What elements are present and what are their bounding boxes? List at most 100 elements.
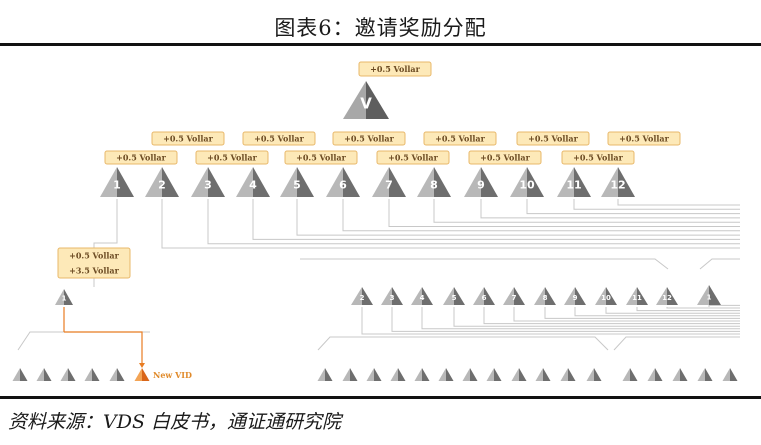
fork-line <box>699 258 740 270</box>
level1-node-5: 5 <box>280 167 314 197</box>
pyramid-face-light <box>672 368 680 381</box>
pyramid-face-light <box>464 167 481 197</box>
pyramid-face-dark <box>575 287 586 305</box>
pyramid-face-dark <box>389 167 406 197</box>
pyramid-face-dark <box>434 167 451 197</box>
label-box <box>376 150 450 165</box>
level1-node-number: 7 <box>385 179 393 192</box>
reward-label-5: +0.5 Vollar <box>284 150 358 165</box>
level1-node-number: 6 <box>339 179 347 192</box>
bottom-right-node-3 <box>672 368 688 381</box>
reward-label-2: +0.5 Vollar <box>151 131 225 146</box>
pyramid-face-light <box>236 167 253 197</box>
pyramid-face-light <box>647 368 655 381</box>
level1-trail-line <box>388 199 740 227</box>
level2-trail-line <box>574 307 740 317</box>
pyramid-face-dark <box>568 368 576 381</box>
level1-trail-line <box>433 199 740 223</box>
bottom-right-node-1 <box>622 368 638 381</box>
level1-node-1: 1 <box>100 167 134 197</box>
pyramid-face-light <box>697 368 705 381</box>
pyramid-face-dark <box>543 368 551 381</box>
level1-node-number: 9 <box>477 179 485 192</box>
label-box <box>423 131 497 146</box>
label-box <box>151 131 225 146</box>
level2-trail-line <box>708 304 740 307</box>
level2-node-number: 10 <box>601 294 611 302</box>
level2-node-10: 11 <box>626 287 648 305</box>
level1-node-3: 3 <box>191 167 225 197</box>
level1-node-number: 11 <box>566 179 581 192</box>
pyramid-face-dark <box>709 285 721 305</box>
top-reward-label: +0.5 Vollar <box>358 61 432 77</box>
pyramid-face-dark <box>92 368 100 381</box>
level2-trail-line <box>605 307 740 314</box>
reward-label-3: +0.5 Vollar <box>195 150 269 165</box>
pyramid-face-dark <box>470 368 478 381</box>
level1-trail-line <box>480 199 740 219</box>
reward-label-text: +3.5 Vollar <box>69 266 119 276</box>
pyramid-face-light <box>443 287 454 305</box>
level1-trail-line <box>573 199 740 210</box>
reward-label-text: +0.5 Vollar <box>528 134 578 144</box>
pyramid-face-light <box>656 287 667 305</box>
level2-node-8: 9 <box>564 287 586 305</box>
bottom-fork-line <box>613 336 740 351</box>
reward-label-9: +0.5 Vollar <box>468 150 542 165</box>
pyramid-face-light <box>438 368 446 381</box>
level1-trail-line <box>526 199 740 215</box>
pyramid-face-light <box>417 167 434 197</box>
label-box <box>516 131 590 146</box>
level1-trail-line <box>252 199 740 240</box>
level2-node-4: 5 <box>443 287 465 305</box>
level2-node-number: 4 <box>420 294 425 302</box>
pyramid-face-light <box>535 368 543 381</box>
pyramid-face-dark <box>297 167 314 197</box>
bottom-node-7 <box>462 368 478 381</box>
pyramid-face-dark <box>422 287 433 305</box>
new-vid-node <box>134 368 150 381</box>
label-box <box>358 61 432 77</box>
level1-trail-line <box>296 199 740 236</box>
top-node-pyramid: V <box>343 81 389 119</box>
pyramid-face-light <box>557 167 574 197</box>
bottom-right-node-2 <box>647 368 663 381</box>
label-box <box>332 131 406 146</box>
level2-trail-line <box>483 307 740 325</box>
pyramid-face-light <box>342 368 350 381</box>
level1-trail-line <box>617 199 740 206</box>
level2-node-number: 9 <box>573 294 578 302</box>
pyramid-face-light <box>511 368 519 381</box>
pyramid-face-dark <box>574 167 591 197</box>
pyramid-face-light <box>145 167 162 197</box>
label-box <box>242 131 316 146</box>
figure-title: 图表6：邀请奖励分配 <box>274 16 487 40</box>
pyramid-face-light <box>109 368 117 381</box>
bottom-node-4 <box>390 368 406 381</box>
level1-trail-line <box>342 199 740 232</box>
level1-node-4: 4 <box>236 167 270 197</box>
level2-node-2: 3 <box>381 287 403 305</box>
pyramid-face-light <box>560 368 568 381</box>
pyramid-face-dark <box>514 287 525 305</box>
child-node-number: 1 <box>62 295 67 303</box>
bottom-left-node-4 <box>84 368 100 381</box>
level2-node-3: 4 <box>411 287 433 305</box>
reward-label-6: +0.5 Vollar <box>332 131 406 146</box>
level1-node-number: 4 <box>249 179 257 192</box>
pyramid-face-dark <box>705 368 713 381</box>
new-vid-arrowhead <box>139 363 145 368</box>
reward-label-text: +0.5 Vollar <box>344 134 394 144</box>
reward-label-7: +0.5 Vollar <box>376 150 450 165</box>
bottom-right-node-5 <box>722 368 738 381</box>
pyramid-face-dark <box>117 167 134 197</box>
label-box <box>195 150 269 165</box>
reward-label-text: +0.5 Vollar <box>619 134 669 144</box>
bottom-node-11 <box>560 368 576 381</box>
pyramid-face-light <box>473 287 484 305</box>
pyramid-face-light <box>366 368 374 381</box>
bottom-node-10 <box>535 368 551 381</box>
pyramid-face-light <box>486 368 494 381</box>
new-vid-label: New VID <box>153 370 192 380</box>
